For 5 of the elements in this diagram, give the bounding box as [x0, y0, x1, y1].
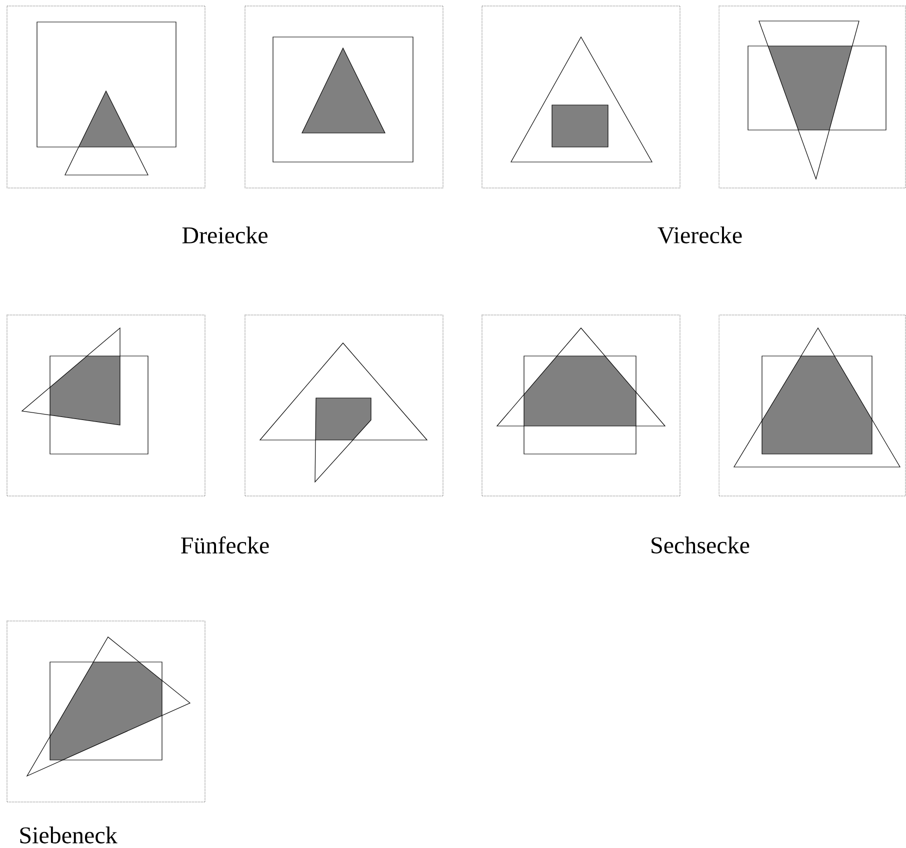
caption-text: Dreiecke: [182, 226, 268, 244]
caption-text: Vierecke: [658, 226, 742, 244]
caption-text: Siebeneck: [20, 826, 118, 844]
caption-text: Fünfecke: [181, 536, 269, 554]
caption-text: Sechsecke: [652, 536, 750, 554]
